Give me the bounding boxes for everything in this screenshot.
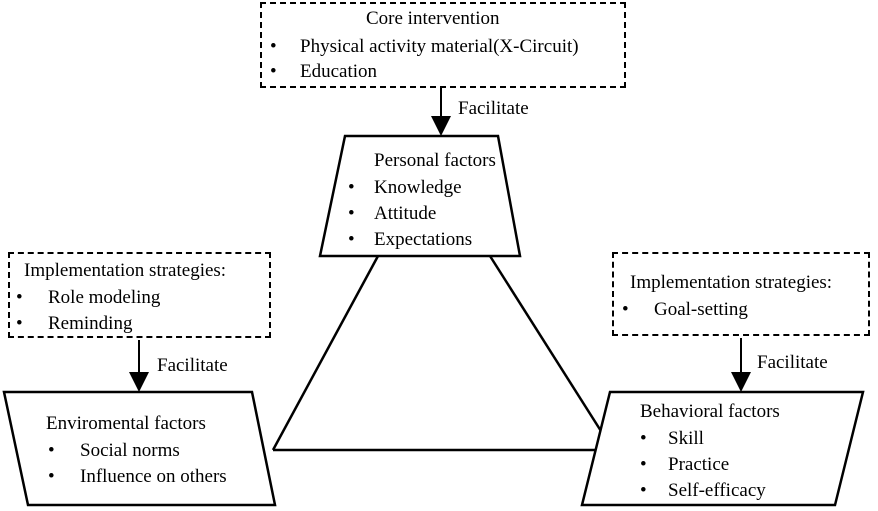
left-strategy-role-modeling: Role modeling bbox=[48, 287, 161, 308]
bullet-icon: • bbox=[348, 177, 355, 198]
bullet-icon: • bbox=[270, 36, 277, 57]
personal-factors-shape bbox=[318, 134, 522, 258]
personal-item-attitude: Attitude bbox=[374, 203, 437, 224]
left-strategy-reminding: Reminding bbox=[48, 313, 133, 334]
core-intervention-box bbox=[260, 2, 626, 88]
left-strategies-title: Implementation strategies: bbox=[24, 260, 227, 281]
left-facilitate-label: Facilitate bbox=[157, 355, 228, 376]
environmental-item-influence: Influence on others bbox=[80, 466, 227, 487]
personal-factors-title: Personal factors bbox=[374, 150, 496, 171]
behavioral-item-self-efficacy: Self-efficacy bbox=[668, 480, 766, 501]
personal-to-behavioral-line bbox=[488, 255, 615, 451]
right-strategies-box bbox=[612, 252, 870, 336]
behavioral-item-practice: Practice bbox=[668, 454, 730, 475]
personal-item-knowledge: Knowledge bbox=[374, 177, 462, 198]
bullet-icon: • bbox=[640, 428, 647, 449]
bullet-icon: • bbox=[348, 229, 355, 250]
environmental-factors-shape bbox=[2, 390, 277, 507]
right-facilitate-label: Facilitate bbox=[757, 352, 828, 373]
bullet-icon: • bbox=[16, 313, 23, 334]
bullet-icon: • bbox=[622, 299, 629, 320]
core-item-education: Education bbox=[300, 61, 378, 82]
behavioral-factors-shape bbox=[580, 390, 865, 507]
bullet-icon: • bbox=[48, 466, 55, 487]
bullet-icon: • bbox=[640, 454, 647, 475]
behavioral-factors-title: Behavioral factors bbox=[640, 401, 780, 422]
core-item-physical-activity: Physical activity material(X-Circuit) bbox=[300, 36, 579, 57]
personal-to-environmental-line bbox=[271, 255, 380, 451]
core-intervention-title: Core intervention bbox=[366, 8, 500, 29]
left-strategies-box bbox=[8, 252, 271, 338]
behavioral-item-skill: Skill bbox=[668, 428, 704, 449]
bullet-icon: • bbox=[16, 287, 23, 308]
bullet-icon: • bbox=[640, 480, 647, 501]
environmental-factors-title: Enviromental factors bbox=[46, 413, 206, 434]
bullet-icon: • bbox=[48, 440, 55, 461]
core-facilitate-label: Facilitate bbox=[458, 98, 529, 119]
bullet-icon: • bbox=[348, 203, 355, 224]
environmental-item-social-norms: Social norms bbox=[80, 440, 180, 461]
right-strategies-title: Implementation strategies: bbox=[630, 272, 833, 293]
right-strategy-goal-setting: Goal-setting bbox=[654, 299, 748, 320]
personal-item-expectations: Expectations bbox=[374, 229, 473, 250]
bullet-icon: • bbox=[270, 61, 277, 82]
